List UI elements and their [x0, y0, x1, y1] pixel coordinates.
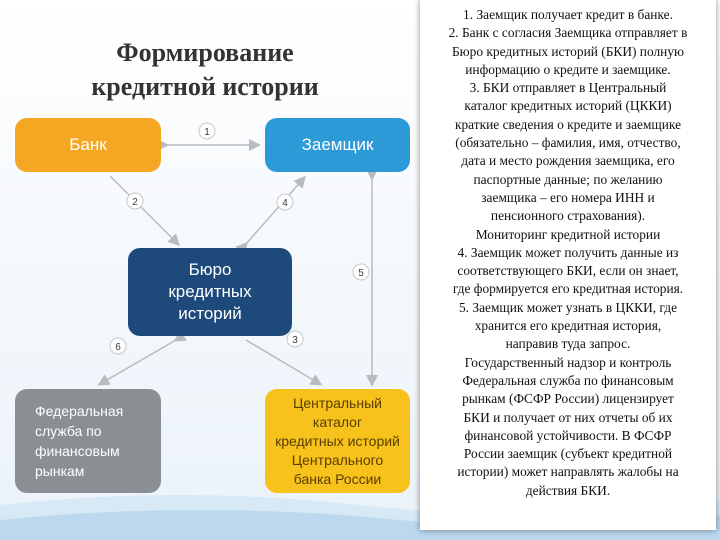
text-line: Мониторинг кредитной истории	[475, 226, 661, 242]
ckki-label-line: Центральный	[293, 394, 382, 411]
bki-box: Бюро кредитных историй	[128, 248, 292, 336]
arrow-label-6: 6	[115, 342, 121, 353]
text-line: направив туда запрос.	[505, 336, 631, 352]
title-line: Формирование	[116, 38, 294, 67]
arrow-3	[245, 339, 323, 386]
text-line: финансовой устойчивости. В ФСФР	[464, 427, 672, 443]
text-line: рынкам (ФСФР России) лицензирует	[462, 391, 674, 407]
text-line: Государственный надзор и контроль	[464, 354, 672, 370]
text-line: 3. БКИ отправляет в Центральный	[469, 80, 667, 96]
diagram-arrows: 1 2 4 5 3 6	[97, 122, 378, 387]
fsfr-label-line: рынкам	[35, 463, 85, 479]
text-line: где формируется его кредитная история.	[452, 281, 684, 297]
text-line: каталог кредитных историй (ЦККИ)	[464, 98, 672, 114]
fsfr-label-line: финансовым	[35, 443, 120, 459]
ckki-label-line: кредитных историй	[275, 432, 400, 449]
bki-label-line: историй	[178, 304, 242, 323]
fsfr-label-line: служба по	[35, 423, 102, 439]
ckki-box: Центральный каталог кредитных историй Це…	[265, 389, 410, 493]
text-line: пенсионного страхования).	[490, 208, 646, 224]
arrow-4	[235, 175, 306, 255]
arrow-label-3-circle	[286, 330, 304, 348]
arrow-label-6-circle	[109, 337, 127, 355]
bank-box: Банк	[15, 118, 161, 172]
text-line: БКИ и получает от них отчеты об их	[463, 409, 673, 425]
arrow-label-1: 1	[204, 127, 210, 138]
title-line: кредитной истории	[91, 72, 319, 101]
text-line: истории) может направлять жалобы на	[457, 464, 679, 480]
arrow-2	[109, 175, 181, 247]
arrow-6	[97, 330, 187, 386]
explanation-text-panel: 1. Заемщик получает кредит в банке. 2. Б…	[420, 0, 716, 530]
fsfr-box: Федеральная служба по финансовым рынкам	[15, 389, 161, 493]
slide-title: Формирование кредитной истории	[40, 36, 370, 104]
borrower-label: Заемщик	[301, 135, 374, 154]
credit-history-diagram: 1 2 4 5 3 6 Банк Заемщик Бюро кредитных …	[0, 100, 420, 530]
text-line: дата и место рождения заемщика, его	[461, 153, 675, 169]
arrow-label-3: 3	[292, 335, 298, 346]
text-line: 1. Заемщик получает кредит в банке.	[463, 7, 673, 22]
arrow-label-4-circle	[276, 193, 294, 211]
text-line: хранится его кредитная история,	[474, 318, 662, 334]
bki-label-line: Бюро	[188, 260, 232, 279]
arrow-label-5: 5	[358, 268, 364, 279]
bank-label: Банк	[69, 135, 107, 154]
borrower-box: Заемщик	[265, 118, 410, 172]
text-line: 4. Заемщик может получить данные из	[457, 244, 679, 260]
text-line: действия БКИ.	[525, 482, 611, 498]
text-line: заемщика – его номера ИНН и	[481, 189, 655, 205]
arrow-label-2: 2	[132, 197, 138, 208]
text-line: России заемщик (субъект кредитной	[463, 446, 673, 462]
text-line: (обязательно – фамилия, имя, отчество,	[455, 135, 681, 151]
arrow-label-1-circle	[198, 122, 216, 140]
ckki-label-line: Центрального	[291, 451, 384, 468]
text-line: соответствующего БКИ, если он знает,	[457, 263, 679, 279]
ckki-label-line: банка России	[293, 470, 382, 487]
ckki-label-line: каталог	[312, 413, 363, 430]
text-line: Бюро кредитных историй (БКИ) полную	[451, 43, 685, 59]
text-line: паспортные данные; по желанию	[473, 171, 663, 187]
arrow-label-4: 4	[282, 198, 288, 209]
arrow-label-5-circle	[352, 263, 370, 281]
bki-label-line: кредитных	[168, 282, 252, 301]
text-line: информацию о кредите и заемщике.	[465, 61, 671, 77]
text-line: 5. Заемщик может узнать в ЦККИ, где	[458, 299, 678, 315]
arrow-label-2-circle	[126, 192, 144, 210]
text-line: 2. Банк с согласия Заемщика отправляет в	[448, 25, 688, 41]
text-line: Федеральная служба по финансовым	[462, 372, 674, 388]
fsfr-label-line: Федеральная	[35, 403, 124, 419]
text-line: краткие сведения о кредите и заемщике	[454, 116, 682, 132]
